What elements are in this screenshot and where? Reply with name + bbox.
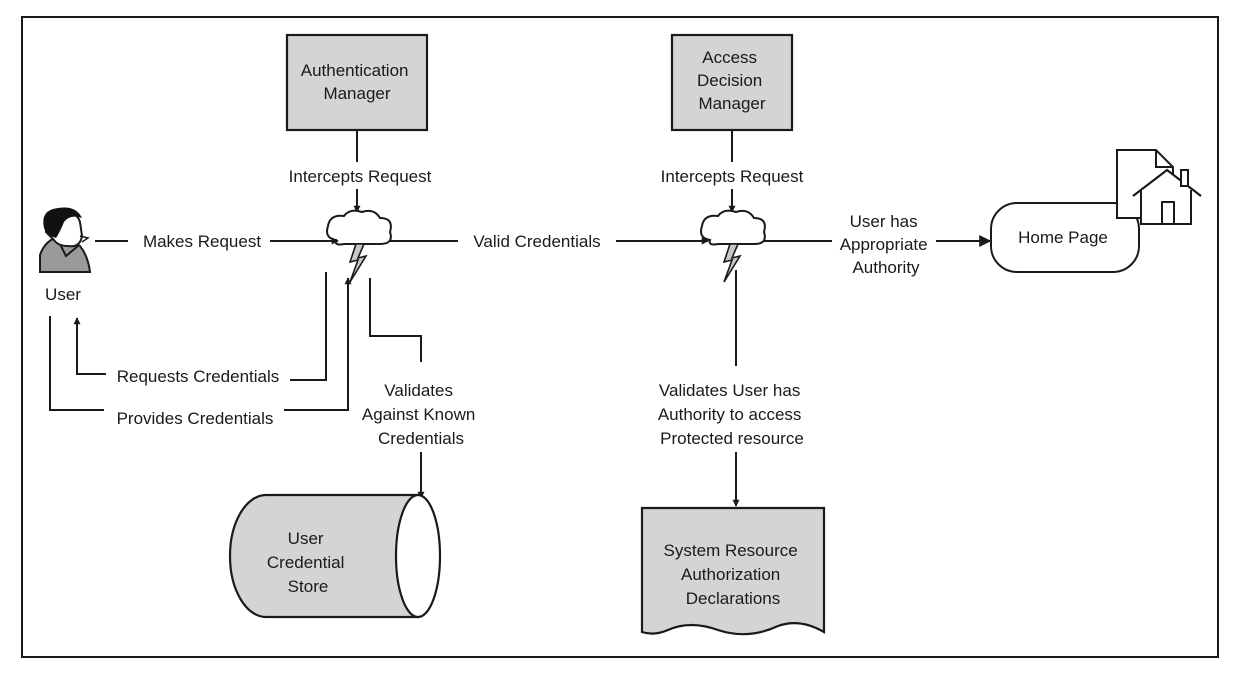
system-resource-declarations-label: System Resource Authorization Declaratio… [664,541,803,608]
home-page-icon [1116,149,1202,225]
intercepts-request-access-label: Intercepts Request [661,167,804,186]
auth-filter-cloud-icon [326,209,392,283]
access-decision-manager-label: Access Decision Manager [697,48,767,113]
intercepts-request-auth-label: Intercepts Request [289,167,432,186]
provides-credentials-label: Provides Credentials [117,409,274,428]
system-resource-declarations-document [640,506,826,636]
valid-credentials-label: Valid Credentials [473,232,600,251]
validates-known-credentials-label: Validates Against Known Credentials [362,381,480,448]
authentication-manager-box [285,33,429,132]
access-decision-manager-box [670,33,794,132]
user-credential-store-cylinder [228,493,442,619]
user-has-authority-label: User has Appropriate Authority [840,212,933,277]
user-credential-store-label: User Credential Store [267,529,349,596]
diagram-frame [21,16,1219,658]
access-filter-cloud-icon [700,209,766,283]
home-page-box [990,202,1140,273]
makes-request-label: Makes Request [143,232,261,251]
user-icon [39,207,92,273]
validates-user-authority-label: Validates User has Authority to access P… [658,381,806,448]
authentication-manager-label: Authentication Manager [301,61,413,103]
requests-credentials-label: Requests Credentials [117,367,280,386]
user-label: User [45,285,81,304]
home-page-label: Home Page [1018,228,1108,247]
